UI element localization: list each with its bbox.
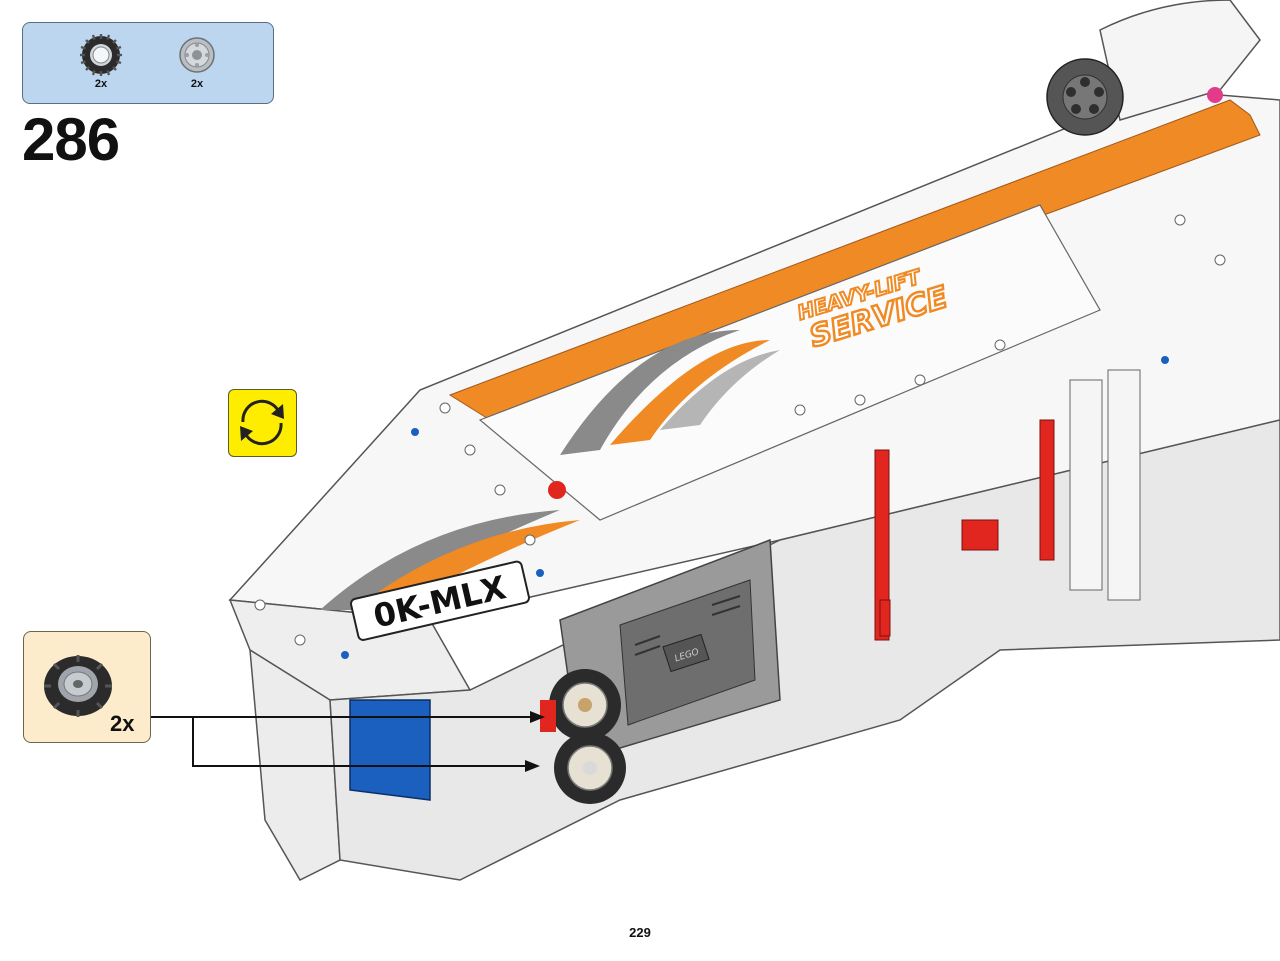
rotate-model-icon <box>228 389 297 457</box>
wheel-rim-icon <box>179 37 215 73</box>
tire-icon <box>80 34 122 76</box>
step-number: 286 <box>22 106 120 173</box>
part-quantity: 2x <box>94 78 108 90</box>
sub-assembly-quantity: 2x <box>110 711 135 736</box>
page-number: 229 <box>629 925 651 940</box>
part-wheel-rim: 2x <box>172 33 222 103</box>
sub-assembly-callout: 2x <box>23 631 151 743</box>
parts-list-callout: 2x 2x <box>22 22 274 104</box>
part-tire: 2x <box>76 33 126 103</box>
callout-arrows <box>151 716 535 767</box>
installed-wheels <box>540 669 626 804</box>
part-quantity: 2x <box>190 78 204 90</box>
wheel-assembly-icon <box>44 655 112 717</box>
